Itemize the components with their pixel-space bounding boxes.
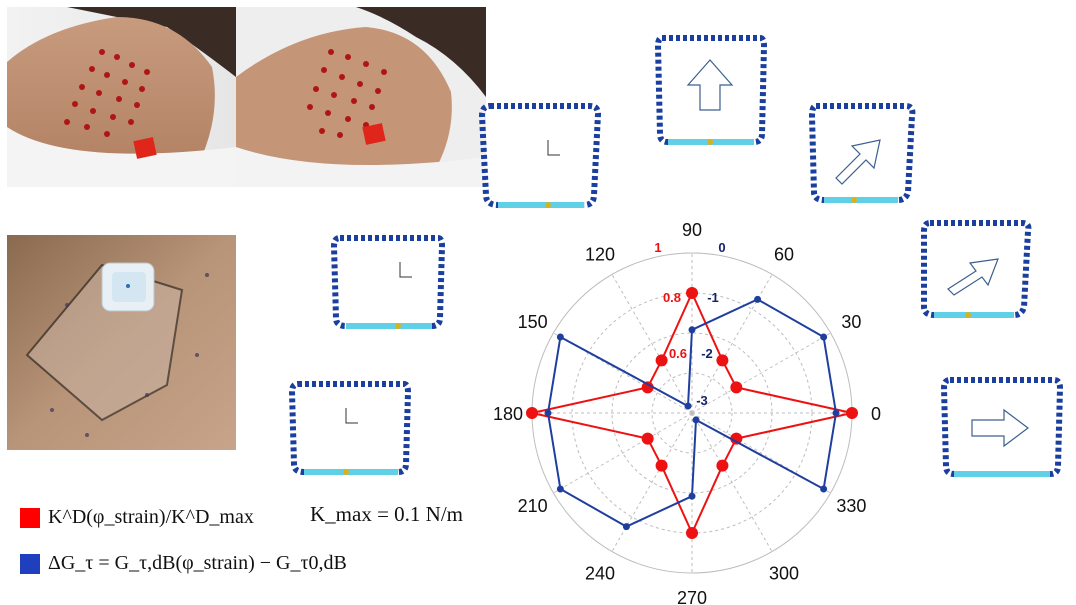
sensor-frame-top-right bbox=[808, 103, 916, 203]
series-1-point-90 bbox=[688, 326, 696, 334]
angle-label-60: 60 bbox=[774, 245, 794, 265]
sensor-frame-mid-left bbox=[330, 235, 446, 329]
sensor-frame-right bbox=[940, 377, 1064, 477]
grid-spoke-30 bbox=[691, 332, 831, 414]
grid-spoke-210 bbox=[553, 412, 693, 494]
series-0-point-90 bbox=[686, 287, 698, 299]
sensor-frame-low-left bbox=[288, 381, 412, 475]
grid-ring-1 bbox=[611, 332, 773, 494]
series-0-point-300 bbox=[716, 459, 729, 472]
angle-label-240: 240 bbox=[585, 563, 615, 583]
angle-label-0: 0 bbox=[871, 404, 881, 424]
series-0-point-270 bbox=[686, 527, 698, 539]
red-radial-label-0: 1 bbox=[654, 240, 661, 255]
grid-spoke-240 bbox=[611, 412, 693, 552]
series-0-point-60 bbox=[716, 354, 729, 367]
grid-spoke-60 bbox=[691, 274, 773, 414]
legend-red-label: K^D(φ_strain)/K^D_max bbox=[48, 506, 254, 528]
angle-label-180: 180 bbox=[493, 404, 523, 424]
grid-spoke-330 bbox=[691, 412, 831, 494]
series-0-point-240 bbox=[655, 459, 668, 472]
polar-labels: 0 30 60 90 120 150 180 210 240 270 300 330 1 0.8 0.6 0 -… bbox=[493, 220, 881, 605]
skin-patch-photo bbox=[7, 235, 236, 450]
series-0-point-330 bbox=[730, 432, 743, 445]
arrow-up-icon bbox=[686, 59, 734, 111]
red-radial-label-2: 0.6 bbox=[669, 346, 687, 361]
arrow-up-right-icon bbox=[835, 139, 881, 185]
kmax-note: K_max = 0.1 N/m bbox=[310, 502, 463, 526]
series-1-point-30 bbox=[820, 333, 828, 341]
angle-label-210: 210 bbox=[518, 496, 548, 516]
series-0-point-30 bbox=[730, 381, 743, 394]
series-1-point-60 bbox=[754, 295, 762, 303]
legend-blue-label: ΔG_τ = G_τ,dB(φ_strain) − G_τ0,dB bbox=[48, 552, 347, 574]
arrow-right-icon bbox=[971, 408, 1029, 448]
series-0-point-0 bbox=[846, 407, 858, 419]
sensor-frame-right-mid bbox=[921, 220, 1032, 318]
series-0-point-210 bbox=[641, 432, 654, 445]
blue-radial-label-3: -3 bbox=[696, 393, 708, 408]
red-radial-label-1: 0.8 bbox=[663, 290, 681, 305]
angle-label-300: 300 bbox=[769, 563, 799, 583]
angle-label-330: 330 bbox=[836, 496, 866, 516]
series-1-point-210 bbox=[556, 485, 564, 493]
sensor-frame-top-left bbox=[478, 103, 602, 208]
series-1-point-120 bbox=[684, 402, 692, 410]
blue-radial-label-0: 0 bbox=[718, 240, 725, 255]
series-0-point-180 bbox=[526, 407, 538, 419]
series-1-point-180 bbox=[544, 409, 552, 417]
angle-label-150: 150 bbox=[518, 312, 548, 332]
legend-red: K^D(φ_strain)/K^D_max bbox=[20, 506, 254, 529]
series-line-0 bbox=[531, 290, 853, 536]
neck-photo-right bbox=[236, 7, 486, 187]
angle-label-90: 90 bbox=[682, 220, 702, 240]
grid-spoke-300 bbox=[691, 412, 773, 552]
series-0-point-150 bbox=[641, 381, 654, 394]
polar-grid bbox=[531, 252, 853, 574]
arrow-up-right-shallow-icon bbox=[947, 258, 999, 296]
series-1-point-240 bbox=[622, 523, 630, 531]
blue-radial-label-2: -2 bbox=[701, 346, 713, 361]
grid-ring-0 bbox=[651, 372, 733, 454]
angle-label-30: 30 bbox=[841, 312, 861, 332]
series-1-point-300 bbox=[692, 416, 700, 424]
grid-spoke-120 bbox=[611, 274, 693, 414]
legend-blue-swatch bbox=[20, 553, 40, 574]
legend-red-swatch bbox=[20, 507, 40, 528]
series-line-1 bbox=[546, 298, 838, 528]
series-1-point-150 bbox=[556, 333, 564, 341]
series-1-point-330 bbox=[820, 485, 828, 493]
series-1-point-270 bbox=[688, 492, 696, 500]
grid-ring-2 bbox=[571, 292, 813, 534]
series-1-point-0 bbox=[832, 409, 840, 417]
legend-blue: ΔG_τ = G_τ,dB(φ_strain) − G_τ0,dB bbox=[20, 552, 347, 575]
grid-ring-3 bbox=[531, 252, 853, 574]
blue-radial-label-1: -1 bbox=[707, 290, 719, 305]
angle-label-270: 270 bbox=[677, 588, 707, 605]
grid-spoke-150 bbox=[553, 332, 693, 414]
series-0-point-120 bbox=[655, 354, 668, 367]
sensor-frame-top bbox=[654, 35, 768, 145]
neck-photo-left bbox=[7, 7, 236, 187]
angle-label-120: 120 bbox=[585, 245, 615, 265]
polar-series bbox=[526, 287, 858, 539]
